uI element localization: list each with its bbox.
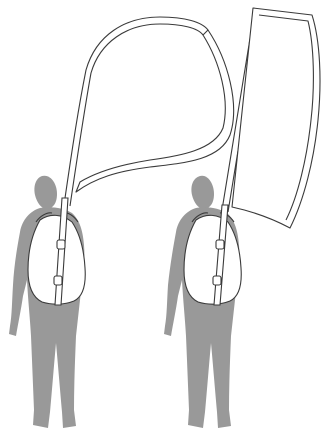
left-pole-clamp-bottom — [54, 276, 62, 285]
right-figure — [164, 8, 320, 428]
left-person-head — [34, 176, 57, 209]
right-pole-clamp-top — [216, 240, 224, 249]
feather-flag-icon — [222, 8, 320, 228]
feather-flag-banner — [232, 8, 320, 228]
teardrop-flag-outer — [64, 17, 208, 205]
left-pole-clamp-top — [57, 240, 65, 249]
right-pole-clamp-bottom — [213, 276, 221, 285]
right-person-head — [191, 176, 214, 209]
teardrop-flag-icon — [64, 17, 234, 206]
